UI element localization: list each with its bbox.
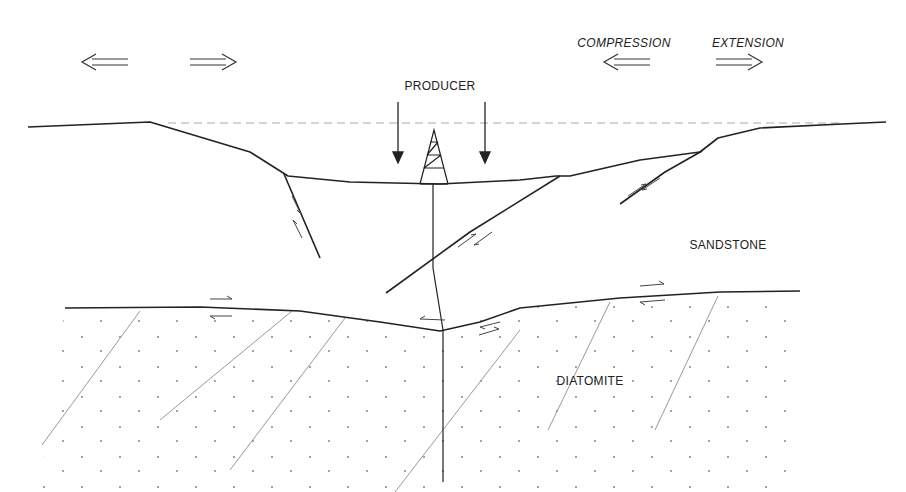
formation-label: DIATOMITE	[557, 375, 624, 388]
fault	[284, 174, 320, 258]
ground-surface	[28, 122, 886, 184]
diatomite-texture	[40, 290, 800, 492]
well-label: PRODUCER	[404, 80, 475, 93]
formation-boundary	[65, 291, 800, 331]
datum-line	[168, 123, 842, 124]
bedding-lines	[42, 296, 718, 492]
legend-label: COMPRESSION	[577, 37, 670, 50]
pointer-arrows	[393, 102, 490, 163]
fault	[620, 151, 702, 204]
formation-label: SANDSTONE	[689, 239, 766, 252]
legend-label: EXTENSION	[712, 37, 784, 50]
fault	[386, 176, 560, 293]
stress-arrows	[82, 54, 762, 70]
shear-arrows	[210, 178, 665, 335]
producer-well	[420, 130, 448, 482]
